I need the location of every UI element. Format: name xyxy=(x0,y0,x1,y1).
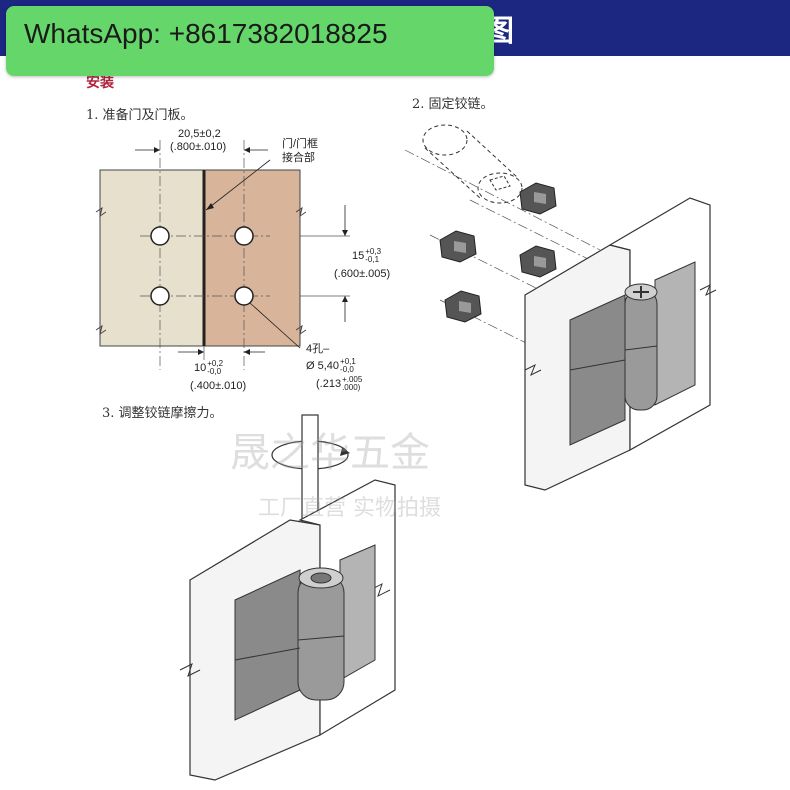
hinge-leaf-step3-right xyxy=(339,544,376,681)
dim-right: 15+0,3-0,1 xyxy=(352,248,381,264)
hole-inch-group: (.213+.005.000) xyxy=(316,376,362,392)
nut-1 xyxy=(519,182,557,215)
section-title: 安装 xyxy=(86,75,114,91)
nut-2 xyxy=(439,230,477,263)
hole-top-right xyxy=(234,226,254,246)
hinge-leaf-right xyxy=(654,261,696,406)
hole-top-left xyxy=(150,226,170,246)
label-joint: 接合部 xyxy=(282,152,315,164)
hole-bottom-left xyxy=(150,286,170,306)
step-2-label: 2. 固定铰链。 xyxy=(412,97,494,112)
door-panel-drawing xyxy=(95,140,350,370)
whatsapp-contact-badge[interactable] xyxy=(6,6,494,76)
watermark-subtitle: 工厂直营 实物拍摄 xyxy=(258,496,441,521)
dim-top-main: 20,5±0,2 xyxy=(178,128,221,140)
dim-bottom-inch: (.400±.010) xyxy=(190,380,247,392)
dim-right-main: 15 xyxy=(352,249,365,262)
hole-inch: (.213 xyxy=(316,377,342,390)
hole-dia-group: Ø 5,40+0,1-0,0 xyxy=(306,358,356,374)
dim-bottom: 10+0,2-0,0 xyxy=(194,360,223,376)
dim-right-inch: (.600±.005) xyxy=(334,268,391,280)
whatsapp-contact-text[interactable]: WhatsApp: +8617382018825 xyxy=(24,18,388,49)
dim-bottom-tol-lower: -0,0 xyxy=(207,367,222,376)
hole-label: 4孔– xyxy=(306,343,330,355)
dim-bottom-main: 10 xyxy=(194,361,207,374)
step-3-label: 3. 调整铰链摩擦力。 xyxy=(102,406,223,421)
nut-3 xyxy=(519,245,557,278)
label-door-frame: 门/门框 xyxy=(282,138,319,150)
hinge-knuckle xyxy=(624,289,658,411)
hole-tol-upper: +0,1 xyxy=(340,357,356,366)
watermark-brand: 晟之华五金 xyxy=(230,430,430,476)
door-panel-left xyxy=(99,169,205,347)
dim-right-tol-upper: +0,3 xyxy=(365,247,382,256)
door-panel-right xyxy=(203,169,301,347)
friction-adjust-drawing xyxy=(179,414,396,781)
hinge-exploded-drawing xyxy=(404,124,717,491)
hole-bottom-right xyxy=(234,286,254,306)
hole-dia: Ø 5,40 xyxy=(306,359,340,372)
dim-right-tol-lower: -0,1 xyxy=(365,255,380,264)
dim-top-inch: (.800±.010) xyxy=(170,141,227,153)
hinge-leaf-left xyxy=(569,294,626,446)
step-1-label: 1. 准备门及门板。 xyxy=(86,108,194,123)
hole-inch-tol-upper: +.005 xyxy=(342,375,363,384)
hole-tol-lower: -0,0 xyxy=(340,365,354,374)
dim-bottom-tol-upper: +0,2 xyxy=(207,359,224,368)
nut-4 xyxy=(444,290,482,323)
hole-inch-tol-lower: .000) xyxy=(342,383,361,392)
